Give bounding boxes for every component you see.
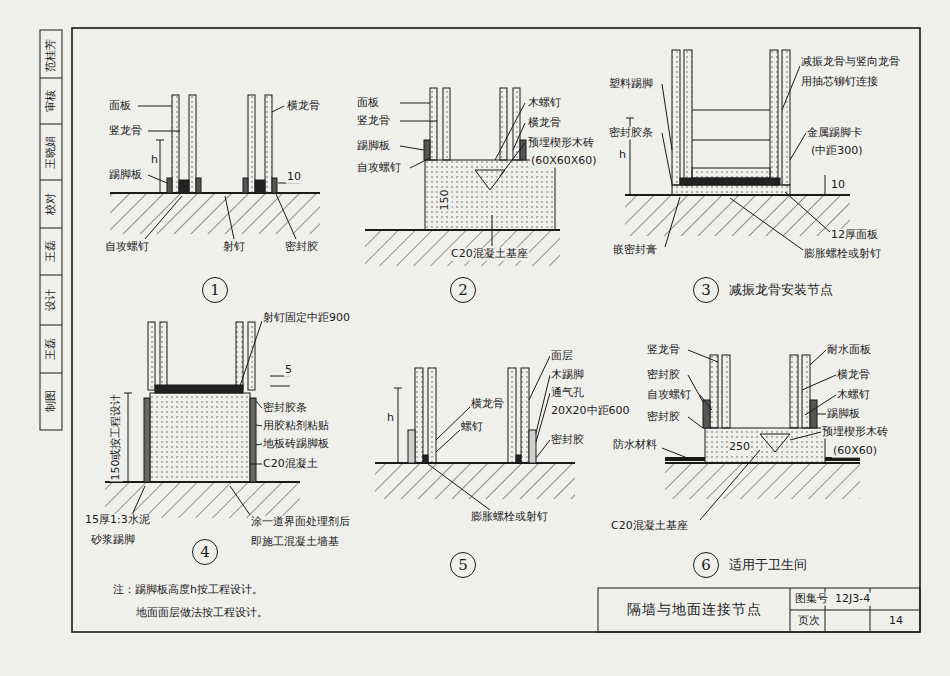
part-label: 范桂芳	[45, 38, 58, 73]
part-label: 自攻螺钉	[356, 162, 402, 175]
part-label: 审核	[45, 89, 58, 113]
part-label: 射钉	[222, 241, 246, 254]
part-label: 竖龙骨	[108, 125, 143, 138]
part-label: 即施工混凝土墙基	[250, 536, 340, 549]
part-label: 密封胶条	[262, 402, 308, 415]
callout-number: 5	[458, 558, 468, 573]
part-label: 注：踢脚板高度h按工程设计。	[112, 584, 264, 597]
part-label: 校对	[45, 192, 58, 216]
detail-number-circle: 4	[192, 539, 218, 565]
part-label: 自攻螺钉	[104, 241, 150, 254]
part-label: 设计	[45, 288, 58, 312]
part-label: 用胶粘剂粘贴	[262, 420, 330, 433]
detail-number-circle: 5	[450, 552, 476, 578]
part-label: 踢脚板	[108, 169, 143, 182]
part-label: 地面面层做法按工程设计。	[135, 607, 269, 620]
part-label: 预埋楔形木砖	[821, 426, 889, 439]
part-label: 嵌密封膏	[612, 244, 658, 257]
part-label: 横龙骨	[836, 369, 871, 382]
part-label: 螺钉	[460, 421, 484, 434]
part-label: 5	[284, 364, 293, 377]
part-label: 横龙骨	[286, 100, 321, 113]
part-label: 图集号	[794, 593, 829, 606]
part-label: 12J3-4	[834, 593, 871, 606]
part-label: 竖龙骨	[356, 115, 391, 128]
part-label: 20X20中距600	[550, 405, 631, 418]
part-label: 150或按工程设计	[110, 393, 123, 482]
part-label: 塑料踢脚	[608, 78, 654, 91]
part-label: 减振龙骨与竖向龙骨	[800, 56, 901, 69]
part-label: 减振龙骨安装节点	[728, 283, 834, 298]
part-label: 密封胶	[646, 369, 681, 382]
part-label: 密封胶	[646, 411, 681, 424]
part-label: 密封胶条	[608, 127, 654, 140]
part-label: 木螺钉	[836, 389, 871, 402]
part-label: 横龙骨	[527, 117, 562, 130]
part-label: 膨胀螺栓或射钉	[803, 248, 882, 261]
part-label: C20混凝土基座	[610, 520, 689, 533]
part-label: 250	[728, 441, 751, 454]
part-label: 密封胶	[284, 241, 319, 254]
part-label: (60X60)	[832, 445, 878, 458]
part-label: 通气孔	[550, 387, 585, 400]
part-label: 踢脚板	[826, 408, 861, 421]
part-label: 涂一道界面处理剂后	[250, 516, 351, 529]
part-label: 适用于卫生间	[728, 558, 808, 573]
part-label: 面板	[356, 97, 380, 110]
drawing-title: 隔墙与地面连接节点	[627, 601, 762, 619]
part-label: 10	[286, 171, 302, 184]
part-label: 面板	[108, 100, 132, 113]
part-label: 竖龙骨	[646, 344, 681, 357]
part-label: 密封胶	[550, 434, 585, 447]
part-label: C20混凝土基座	[450, 248, 529, 261]
part-label: 14	[888, 615, 904, 628]
part-label: 15厚1:3水泥	[84, 514, 151, 527]
part-label: (60X60X60)	[530, 155, 598, 168]
part-label: h	[150, 154, 159, 167]
detail-number-circle: 2	[450, 277, 476, 303]
part-label: 耐水面板	[826, 344, 872, 357]
part-label: 制图	[45, 389, 58, 413]
detail-number-circle: 6	[693, 552, 719, 578]
part-label: 木踢脚	[550, 369, 585, 382]
part-label: 自攻螺钉	[646, 389, 692, 402]
part-label: 页次	[797, 615, 821, 628]
callout-number: 2	[458, 283, 468, 298]
callout-number: 3	[701, 283, 711, 298]
part-label: 膨胀螺栓或射钉	[470, 511, 549, 524]
part-label: 木螺钉	[527, 97, 562, 110]
callout-number: 6	[701, 558, 711, 573]
part-label: 用抽芯铆钉连接	[800, 76, 879, 89]
part-label: (中距300)	[810, 145, 864, 158]
part-label: 王磊	[45, 337, 58, 361]
callout-number: 1	[210, 283, 220, 298]
part-label: 面层	[550, 350, 574, 363]
part-label: 防水材料	[612, 439, 658, 452]
part-label: 王磊	[45, 239, 58, 263]
part-label: 预埋楔形木砖	[527, 137, 595, 150]
part-label: h	[386, 412, 395, 425]
part-label: 金属踢脚卡	[806, 127, 863, 140]
detail-number-circle: 3	[693, 277, 719, 303]
part-label: 踢脚板	[356, 140, 391, 153]
part-label: 10	[830, 179, 846, 192]
part-label: 150	[439, 189, 452, 212]
callout-number: 4	[200, 545, 210, 560]
part-label: 射钉固定中距900	[262, 312, 351, 325]
part-label: 横龙骨	[470, 398, 505, 411]
part-label: 王晓娟	[45, 135, 58, 170]
part-label: 12厚面板	[830, 229, 879, 242]
part-label: 地板砖踢脚板	[262, 438, 330, 451]
part-label: C20混凝土	[262, 458, 319, 471]
part-label: h	[618, 149, 627, 162]
part-label: 砂浆踢脚	[90, 534, 136, 547]
detail-number-circle: 1	[202, 277, 228, 303]
